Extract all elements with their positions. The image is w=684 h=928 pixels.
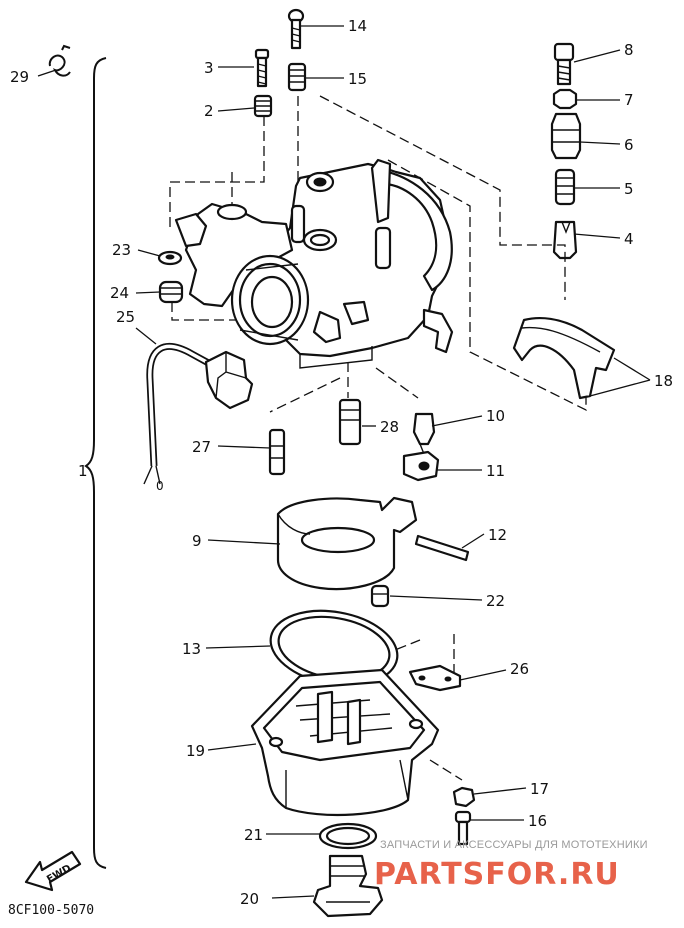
- callout-leaders: [37, 25, 651, 899]
- callout-6: 6: [624, 136, 634, 154]
- group-bracket: [84, 57, 107, 869]
- wire-end-label: 0: [156, 479, 164, 493]
- watermark-brand: PARTSFOR.RU: [374, 857, 620, 892]
- callout-26: 26: [510, 660, 529, 678]
- callout-11: 11: [486, 462, 505, 480]
- washer-17: [452, 786, 476, 808]
- callout-15: 15: [348, 70, 367, 88]
- callout-29: 29: [10, 68, 29, 86]
- assembly-line: [429, 759, 463, 781]
- callout-27: 27: [192, 438, 211, 456]
- watermark-tagline: ЗАПЧАСТИ И АКСЕССУАРЫ ДЛЯ МОТОТЕХНИКИ: [380, 839, 648, 851]
- valve-22: [370, 584, 390, 608]
- callout-13: 13: [182, 640, 201, 658]
- callout-20: 20: [240, 890, 259, 908]
- assembly-line: [269, 377, 341, 413]
- callout-14: 14: [348, 17, 367, 35]
- spring-15: [287, 62, 307, 92]
- callout-21: 21: [244, 826, 263, 844]
- callout-16: 16: [528, 812, 547, 830]
- screw-8: [553, 42, 575, 86]
- screw-3: [254, 48, 270, 88]
- washer-23: [157, 250, 183, 266]
- oring-13: [269, 609, 399, 687]
- callout-9: 9: [192, 532, 202, 550]
- callout-28: 28: [380, 418, 399, 436]
- drawing-code: 8CF100-5070: [8, 903, 94, 918]
- callout-18: 18: [654, 372, 673, 390]
- callout-7: 7: [624, 91, 634, 109]
- carburetor-body: [174, 158, 454, 369]
- cable-25: [143, 343, 254, 485]
- spring-5: [554, 168, 576, 206]
- screw-14: [287, 8, 305, 50]
- jet-27: [268, 428, 286, 476]
- callout-17: 17: [530, 780, 549, 798]
- pin-12: [414, 534, 470, 562]
- clip-29: [48, 44, 71, 77]
- hose-18: [512, 317, 616, 400]
- float-bowl-19: [250, 668, 440, 817]
- callout-23: 23: [112, 241, 131, 259]
- callout-5: 5: [624, 180, 634, 198]
- callout-labels: 1 2 3 4 5 6 7 8 9 10 11 12 13 14 15 16 1…: [10, 17, 673, 908]
- callout-2: 2: [204, 102, 214, 120]
- clip-11: [402, 450, 440, 482]
- callout-25: 25: [116, 308, 135, 326]
- callout-22: 22: [486, 592, 505, 610]
- screw-16: [454, 810, 472, 846]
- nut-7: [552, 88, 578, 110]
- assembly-line: [387, 159, 587, 412]
- assembly-line: [375, 367, 419, 399]
- callout-4: 4: [624, 230, 634, 248]
- plug-6: [550, 112, 582, 160]
- gasket-21: [318, 822, 378, 850]
- callout-12: 12: [488, 526, 507, 544]
- assembly-line: [171, 302, 240, 321]
- float-9: [276, 496, 418, 591]
- callout-1: 1: [78, 462, 88, 480]
- callout-8: 8: [624, 41, 634, 59]
- fwd-arrow-icon: FWD: [24, 850, 82, 892]
- watermark: ЗАПЧАСТИ И АКСЕССУАРЫ ДЛЯ МОТОТЕХНИКИ PA…: [374, 839, 648, 892]
- spring-2: [253, 94, 273, 118]
- drain-plug-20: [312, 854, 384, 918]
- jet-28: [338, 398, 362, 446]
- assembly-line: [319, 95, 566, 300]
- plate-26: [408, 664, 462, 692]
- callout-10: 10: [486, 407, 505, 425]
- spring-24: [158, 280, 184, 304]
- callout-3: 3: [204, 59, 214, 77]
- assembly-line: [169, 116, 265, 232]
- needle-10: [412, 412, 436, 455]
- callout-24: 24: [110, 284, 129, 302]
- valve-4: [552, 220, 578, 260]
- callout-19: 19: [186, 742, 205, 760]
